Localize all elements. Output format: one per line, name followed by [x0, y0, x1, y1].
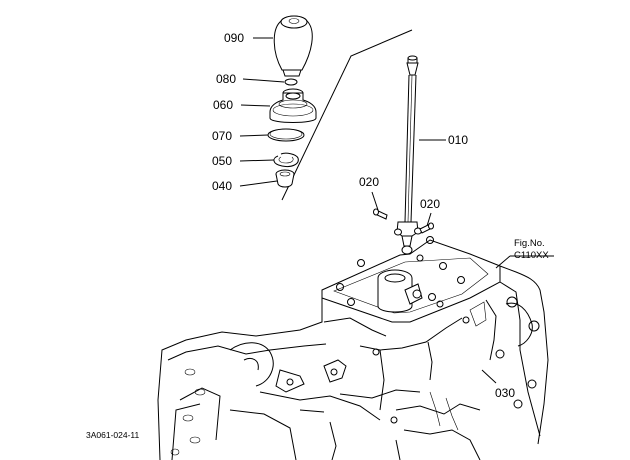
- drawing-code: 3A061-024-11: [86, 430, 140, 440]
- label-080: 080: [216, 72, 236, 86]
- shift-lever-rod-part: [394, 55, 422, 255]
- shift-knob-part: [273, 15, 313, 77]
- callout-leaders: [239, 37, 554, 384]
- wire-ring-part: [267, 128, 305, 142]
- fig-reference-line2: C110XX: [514, 250, 549, 261]
- circlip-part: [273, 152, 299, 167]
- label-040: 040: [212, 179, 232, 193]
- label-020-right: 020: [420, 197, 440, 211]
- snap-ring-part: [284, 78, 298, 86]
- transmission-case: [157, 236, 549, 460]
- label-070: 070: [212, 129, 232, 143]
- fig-reference-line1: Fig.No.: [514, 238, 545, 249]
- boot-cover-part: [269, 88, 317, 123]
- group-bracket-lines: [281, 29, 413, 201]
- label-020-left: 020: [359, 175, 379, 189]
- pin-part-left: [373, 208, 388, 220]
- label-050: 050: [212, 154, 232, 168]
- label-060: 060: [213, 98, 233, 112]
- label-090: 090: [224, 31, 244, 45]
- label-030: 030: [495, 386, 515, 400]
- pin-part-right: [419, 222, 434, 234]
- bush-part: [275, 169, 295, 188]
- label-010: 010: [448, 133, 468, 147]
